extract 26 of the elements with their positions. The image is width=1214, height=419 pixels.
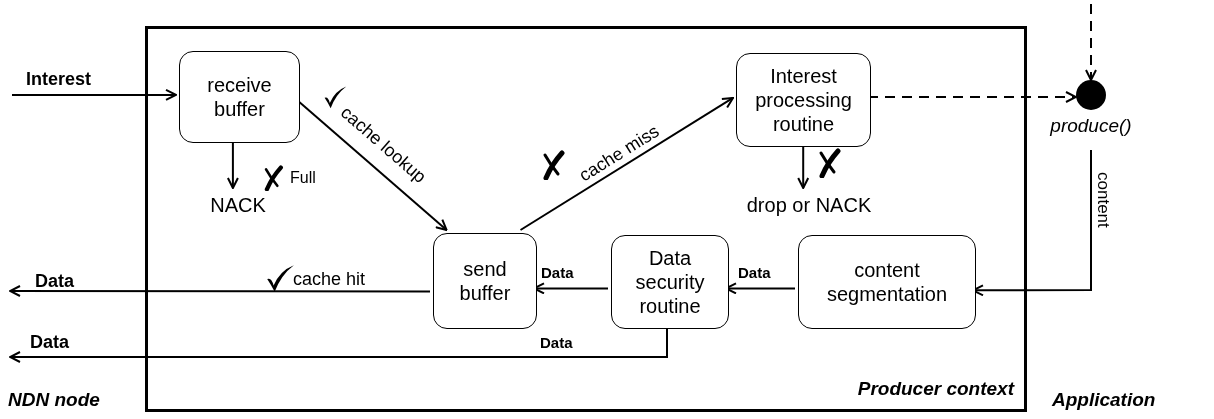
edge-label: cache hit (293, 268, 366, 291)
process-box: send buffer (433, 233, 537, 329)
edge-label: Data (540, 333, 573, 353)
flow-label: Data (35, 270, 74, 293)
process-box: receive buffer (179, 51, 300, 143)
region-label: Application (1052, 388, 1156, 412)
arrow (9, 285, 431, 297)
region-label: NDN node (8, 388, 100, 412)
edge-label: content (1093, 172, 1114, 228)
process-box: Data security routine (611, 235, 729, 329)
context-frame (145, 26, 1027, 412)
function-label: produce() (1050, 114, 1132, 138)
context-title: Producer context (857, 376, 1014, 401)
edge-label: Data (738, 263, 771, 283)
edge-label: cache miss (574, 119, 664, 188)
arrow (11, 88, 177, 101)
flow-label: Data (30, 331, 69, 354)
arrow (1085, 3, 1097, 81)
edge-label: Full (290, 168, 316, 188)
arrow (519, 96, 734, 231)
process-box: Interest processing routine (736, 53, 871, 147)
edge-label: Data (541, 263, 574, 283)
edge-label: Interest (26, 68, 92, 91)
process-box: content segmentation (798, 235, 976, 329)
node-text: drop or NACK (721, 191, 897, 219)
node-text: NACK (199, 191, 277, 219)
